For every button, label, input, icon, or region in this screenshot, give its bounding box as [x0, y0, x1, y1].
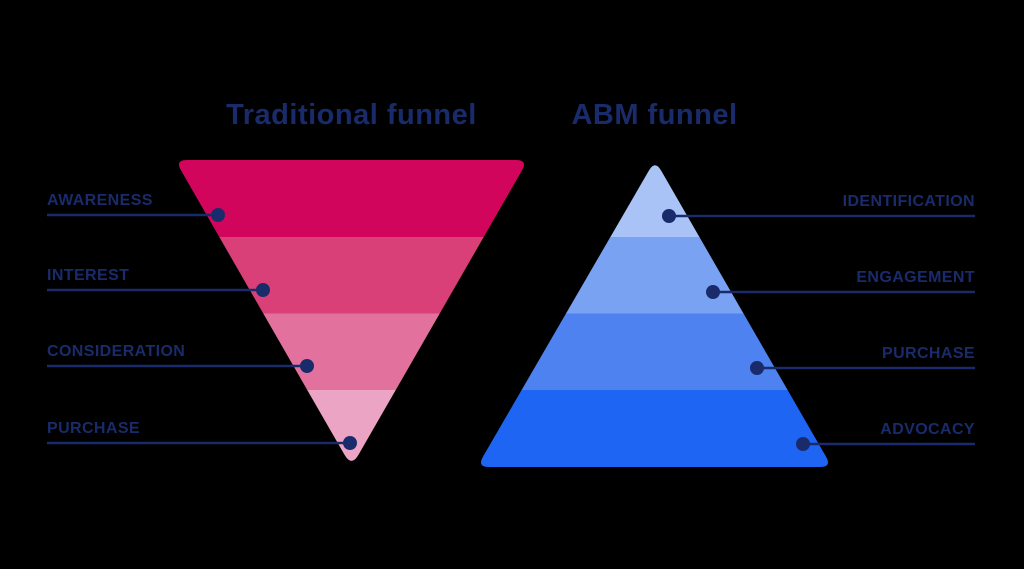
stage-label-purchase-left: PURCHASE	[47, 420, 140, 437]
abm-band-engagement	[481, 237, 828, 314]
connector-dot-purchase-left	[343, 436, 357, 450]
stage-label-consideration: CONSIDERATION	[47, 343, 186, 360]
traditional-band-interest	[179, 237, 524, 314]
connector-dot-engagement	[706, 285, 720, 299]
connector-dot-advocacy	[796, 437, 810, 451]
connector-dot-identification	[662, 209, 676, 223]
connector-dot-interest	[256, 283, 270, 297]
traditional-funnel-shape	[179, 160, 524, 461]
stage-label-awareness: AWARENESS	[47, 192, 153, 209]
connector-dot-purchase-right	[750, 361, 764, 375]
stage-label-interest: INTEREST	[47, 267, 130, 284]
traditional-band-consideration	[179, 313, 524, 391]
traditional-band-awareness	[179, 160, 524, 238]
abm-band-identification	[481, 165, 828, 238]
abm-band-purchase	[481, 313, 828, 391]
abm-funnel-shape	[481, 165, 828, 467]
stage-label-advocacy: ADVOCACY	[880, 421, 975, 438]
connector-dot-awareness	[211, 208, 225, 222]
abm-funnel-title: ABM funnel	[571, 99, 738, 131]
traditional-funnel-title: Traditional funnel	[226, 99, 477, 131]
abm-connectors	[669, 214, 975, 446]
abm-band-advocacy	[481, 390, 828, 467]
traditional-connectors	[47, 213, 350, 445]
stage-label-engagement: ENGAGEMENT	[856, 269, 975, 286]
connector-dot-consideration	[300, 359, 314, 373]
stage-label-purchase-right: PURCHASE	[882, 345, 975, 362]
stage-label-identification: IDENTIFICATION	[842, 193, 975, 210]
